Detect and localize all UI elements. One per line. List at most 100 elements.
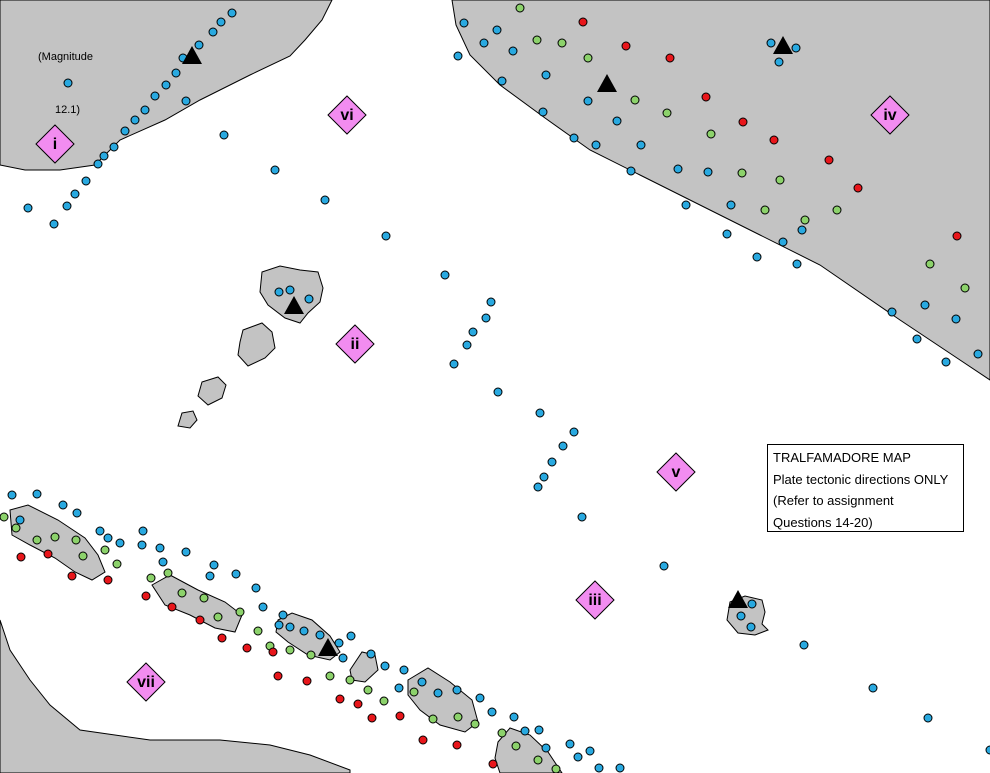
- region-label-diamond: [35, 124, 75, 164]
- red-dot: [103, 575, 113, 585]
- green-dot: [428, 714, 438, 724]
- region-label-diamond: [327, 95, 367, 135]
- red-dot: [16, 552, 26, 562]
- blue-dot: [985, 745, 990, 755]
- blue-dot: [274, 620, 284, 630]
- region-label-text: v: [672, 464, 681, 481]
- blue-dot: [150, 91, 160, 101]
- red-dot: [367, 713, 377, 723]
- blue-dot: [99, 151, 109, 161]
- blue-dot: [181, 547, 191, 557]
- red-dot: [701, 92, 711, 102]
- blue-dot: [278, 610, 288, 620]
- island-chain-6: [494, 727, 563, 773]
- blue-dot: [778, 237, 788, 247]
- blue-dot: [681, 200, 691, 210]
- blue-dot: [270, 165, 280, 175]
- blue-dot: [486, 297, 496, 307]
- blue-dot: [722, 229, 732, 239]
- blue-dot: [459, 18, 469, 28]
- blue-dot: [659, 561, 669, 571]
- region-label-v: v: [656, 452, 696, 492]
- magnitude-note: (Magnitude 12.1): [38, 51, 93, 116]
- blue-dot: [304, 294, 314, 304]
- green-dot: [630, 95, 640, 105]
- red-dot: [43, 549, 53, 559]
- green-dot: [379, 696, 389, 706]
- blue-dot: [120, 126, 130, 136]
- blue-dot: [433, 688, 443, 698]
- volcano-triangle: [318, 638, 338, 656]
- blue-dot: [62, 201, 72, 211]
- red-dot: [621, 41, 631, 51]
- blue-dot: [285, 622, 295, 632]
- green-dot: [515, 3, 525, 13]
- blue-dot: [231, 569, 241, 579]
- red-dot: [353, 699, 363, 709]
- green-dot: [533, 755, 543, 765]
- island-chain-5: [407, 667, 479, 733]
- red-dot: [769, 135, 779, 145]
- blue-dot: [109, 142, 119, 152]
- island-central-a: [259, 265, 324, 324]
- blue-dot: [573, 752, 583, 762]
- blue-dot: [181, 96, 191, 106]
- green-dot: [163, 568, 173, 578]
- green-dot: [306, 650, 316, 660]
- green-dot: [112, 559, 122, 569]
- volcano-markers: [182, 36, 793, 656]
- green-dot: [50, 532, 60, 542]
- blue-dot: [216, 17, 226, 27]
- blue-dot: [417, 677, 427, 687]
- blue-dot: [394, 683, 404, 693]
- green-dot: [213, 612, 223, 622]
- blue-dot: [399, 665, 409, 675]
- blue-dot: [32, 489, 42, 499]
- green-dot: [71, 535, 81, 545]
- blue-dot: [468, 327, 478, 337]
- red-dot: [952, 231, 962, 241]
- region-label-diamond: [335, 324, 375, 364]
- green-dot: [470, 719, 480, 729]
- red-dot: [824, 155, 834, 165]
- blue-dot: [626, 166, 636, 176]
- region-label-diamond: [126, 662, 166, 702]
- blue-dot: [381, 231, 391, 241]
- region-label-diamond: [870, 95, 910, 135]
- blue-dot: [594, 763, 604, 773]
- blue-dot: [726, 200, 736, 210]
- blue-dot: [774, 57, 784, 67]
- blue-dot: [338, 653, 348, 663]
- region-label-diamond: [656, 452, 696, 492]
- blue-dot: [565, 739, 575, 749]
- blue-dot: [299, 626, 309, 636]
- blue-dot: [612, 116, 622, 126]
- blue-dot: [492, 25, 502, 35]
- blue-dot: [130, 115, 140, 125]
- island-central-b: [237, 322, 276, 367]
- blue-dot: [285, 285, 295, 295]
- blue-dot: [533, 482, 543, 492]
- blue-dot: [208, 27, 218, 37]
- blue-dot: [161, 80, 171, 90]
- region-label-text: vii: [137, 674, 155, 691]
- blue-dot: [274, 287, 284, 297]
- volcano-triangle: [284, 296, 304, 314]
- region-label-diamond: [575, 580, 615, 620]
- green-dot: [11, 523, 21, 533]
- region-label-text: i: [53, 136, 57, 153]
- green-dot: [832, 205, 842, 215]
- blue-dot: [534, 725, 544, 735]
- blue-dot: [868, 683, 878, 693]
- green-dot: [235, 607, 245, 617]
- blue-dot: [81, 176, 91, 186]
- blue-dot: [799, 640, 809, 650]
- volcano-triangle: [773, 36, 793, 54]
- region-label-iii: iii: [575, 580, 615, 620]
- blue-dot: [7, 490, 17, 500]
- red-dot: [167, 602, 177, 612]
- green-dot: [706, 129, 716, 139]
- blue-dot: [334, 638, 344, 648]
- green-dot: [583, 53, 593, 63]
- red-dot: [738, 117, 748, 127]
